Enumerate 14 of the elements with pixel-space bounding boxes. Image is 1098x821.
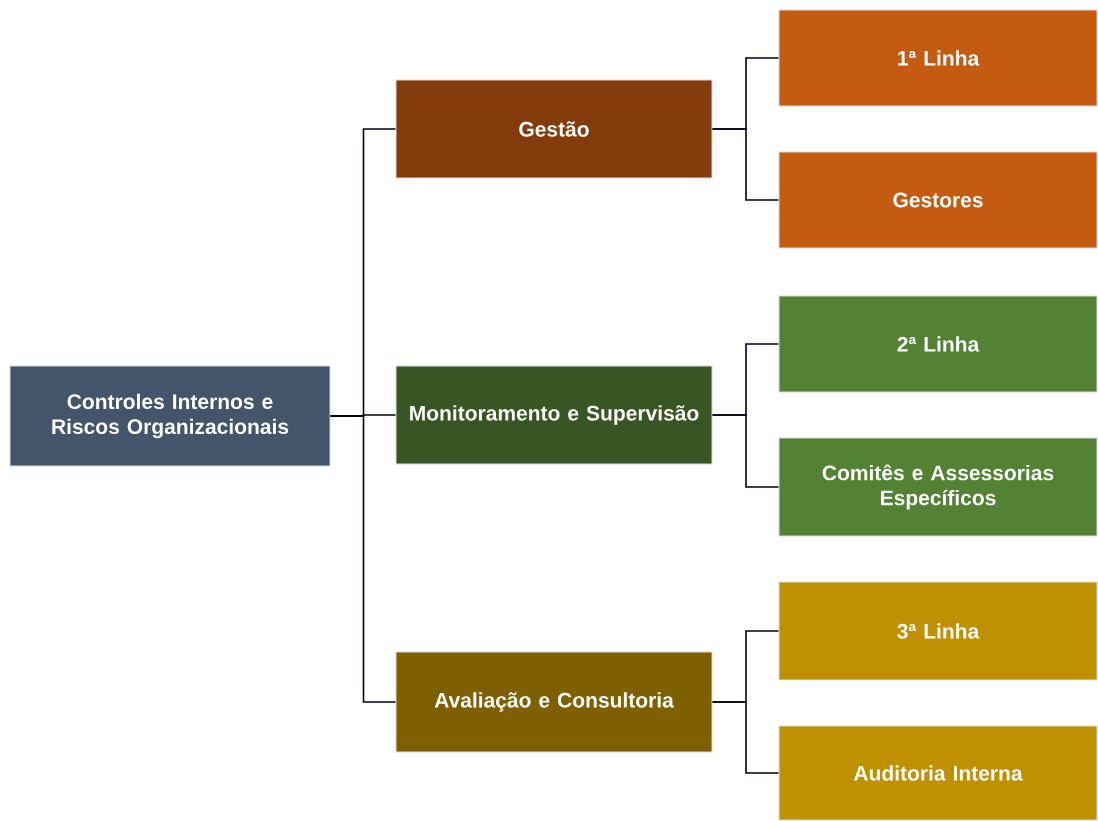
category-box: Gestão <box>395 79 713 179</box>
category-box: Auditoria Interna <box>778 725 1098 821</box>
connector-line <box>711 701 780 774</box>
connector-line <box>711 128 780 201</box>
category-box: Comitês e Assessorias Específicos <box>778 437 1098 537</box>
category-box: 1ª Linha <box>778 9 1098 107</box>
category-box: 2ª Linha <box>778 295 1098 393</box>
category-box: Monitoramento e Supervisão <box>395 365 713 465</box>
category-box: Gestores <box>778 151 1098 249</box>
category-box: Controles Internos e Riscos Organizacionais <box>9 365 331 467</box>
category-box: Avaliação e Consultoria <box>395 651 713 753</box>
connector-line <box>711 414 780 488</box>
category-box: 3ª Linha <box>778 581 1098 681</box>
connector-line <box>329 415 397 703</box>
